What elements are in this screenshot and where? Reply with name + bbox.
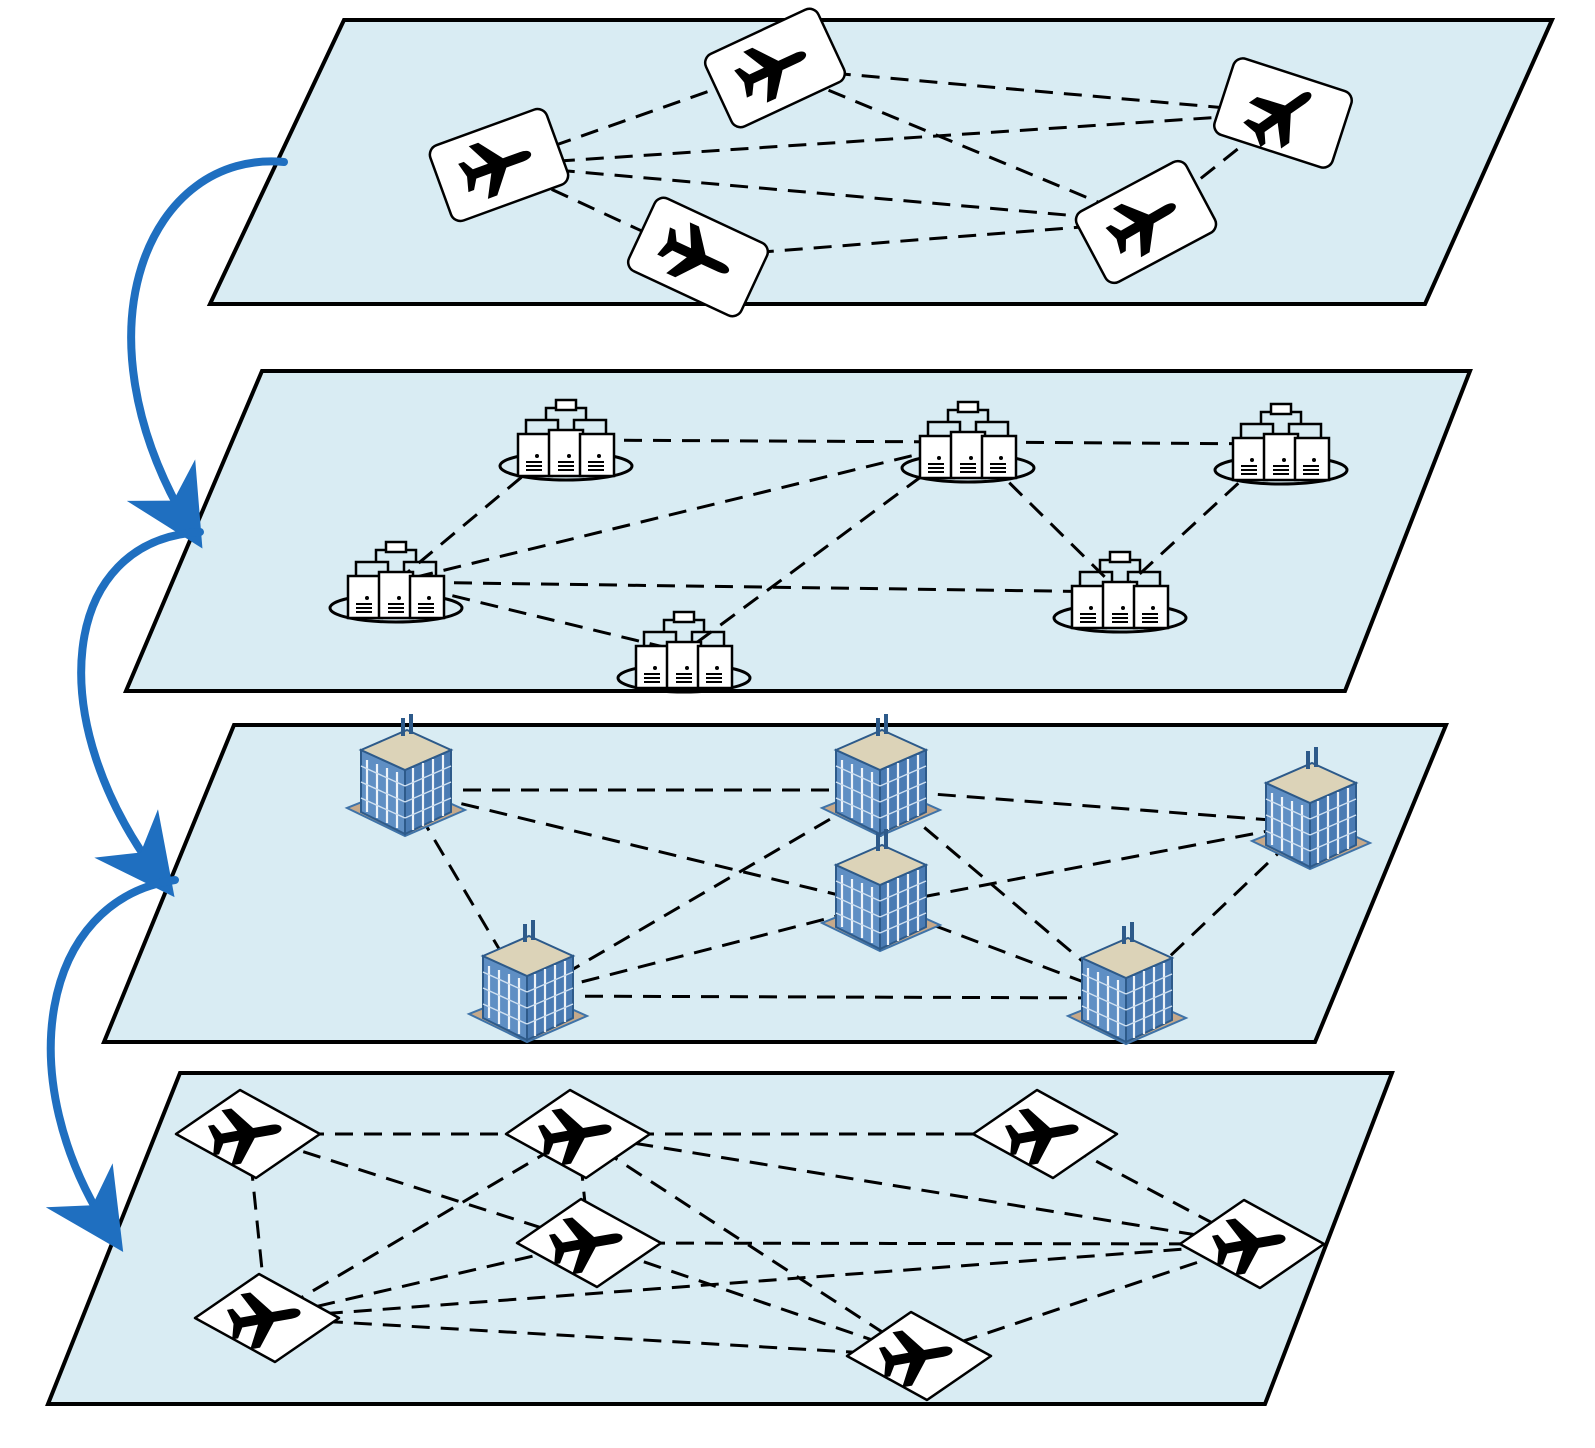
interlayer-arrow-layer-3-to-layer-4 <box>45 876 179 1253</box>
layer-1 <box>206 7 1556 318</box>
node-layer-4-e <box>193 1272 341 1364</box>
edge-layer-4-b-e <box>266 1132 579 1320</box>
node-layer-1-e <box>1074 159 1218 285</box>
edge-layer-3-c-d <box>879 821 1311 907</box>
layer-3-edges <box>403 788 1312 1000</box>
edge-layer-1-b-e <box>774 66 1147 224</box>
edge-layer-4-e-f <box>266 1242 1253 1320</box>
interlayer-arrow-layer-1-to-layer-2 <box>126 157 288 549</box>
edge-layer-2-d-e <box>395 580 1121 594</box>
layer-3 <box>101 712 1449 1046</box>
node-layer-4-f <box>1178 1198 1326 1290</box>
edge-layer-2-b-c <box>967 440 1282 446</box>
node-layer-1-a <box>428 107 570 223</box>
node-layer-4-g <box>845 1310 993 1402</box>
edge-layer-4-d-g <box>588 1241 920 1358</box>
layer-4-nodes <box>174 1088 1326 1402</box>
node-layer-1-c <box>626 196 770 318</box>
layer-4-edges <box>246 1132 1253 1358</box>
edge-layer-2-d-f <box>395 580 685 654</box>
layer-2-plane <box>122 369 1473 693</box>
edge-layer-4-f-g <box>918 1242 1253 1358</box>
node-layer-4-c <box>971 1088 1119 1180</box>
edge-layer-4-e-g <box>266 1316 920 1358</box>
node-layer-4-a <box>174 1088 322 1180</box>
edge-layer-1-a-d <box>498 111 1284 167</box>
layer-2 <box>122 369 1473 694</box>
layer-4 <box>45 1071 1395 1406</box>
edge-layer-3-e-f <box>526 994 1127 1000</box>
node-layer-4-b <box>504 1088 652 1180</box>
edge-layer-3-a-d <box>404 788 881 907</box>
edge-layer-2-b-d <box>395 440 969 584</box>
edge-layer-1-c-e <box>697 220 1147 259</box>
edge-layer-1-a-e <box>498 163 1147 224</box>
layer-1-plane <box>206 18 1556 306</box>
edge-layer-3-b-e <box>526 788 881 998</box>
edge-layer-4-a-d <box>247 1132 590 1245</box>
node-layer-4-d <box>515 1197 663 1289</box>
edge-layer-4-d-f <box>588 1241 1253 1246</box>
edge-layer-2-a-b <box>565 438 969 444</box>
edge-layer-4-d-e <box>266 1241 590 1320</box>
edge-layer-3-d-e <box>526 903 881 998</box>
layer-1-nodes <box>428 7 1353 318</box>
node-layer-1-d <box>1213 57 1353 169</box>
edge-layer-4-b-g <box>577 1132 920 1358</box>
edge-layer-3-b-c <box>879 788 1311 825</box>
node-layer-1-b <box>703 7 847 129</box>
interlayer-arrow-layer-2-to-layer-3 <box>77 528 204 898</box>
